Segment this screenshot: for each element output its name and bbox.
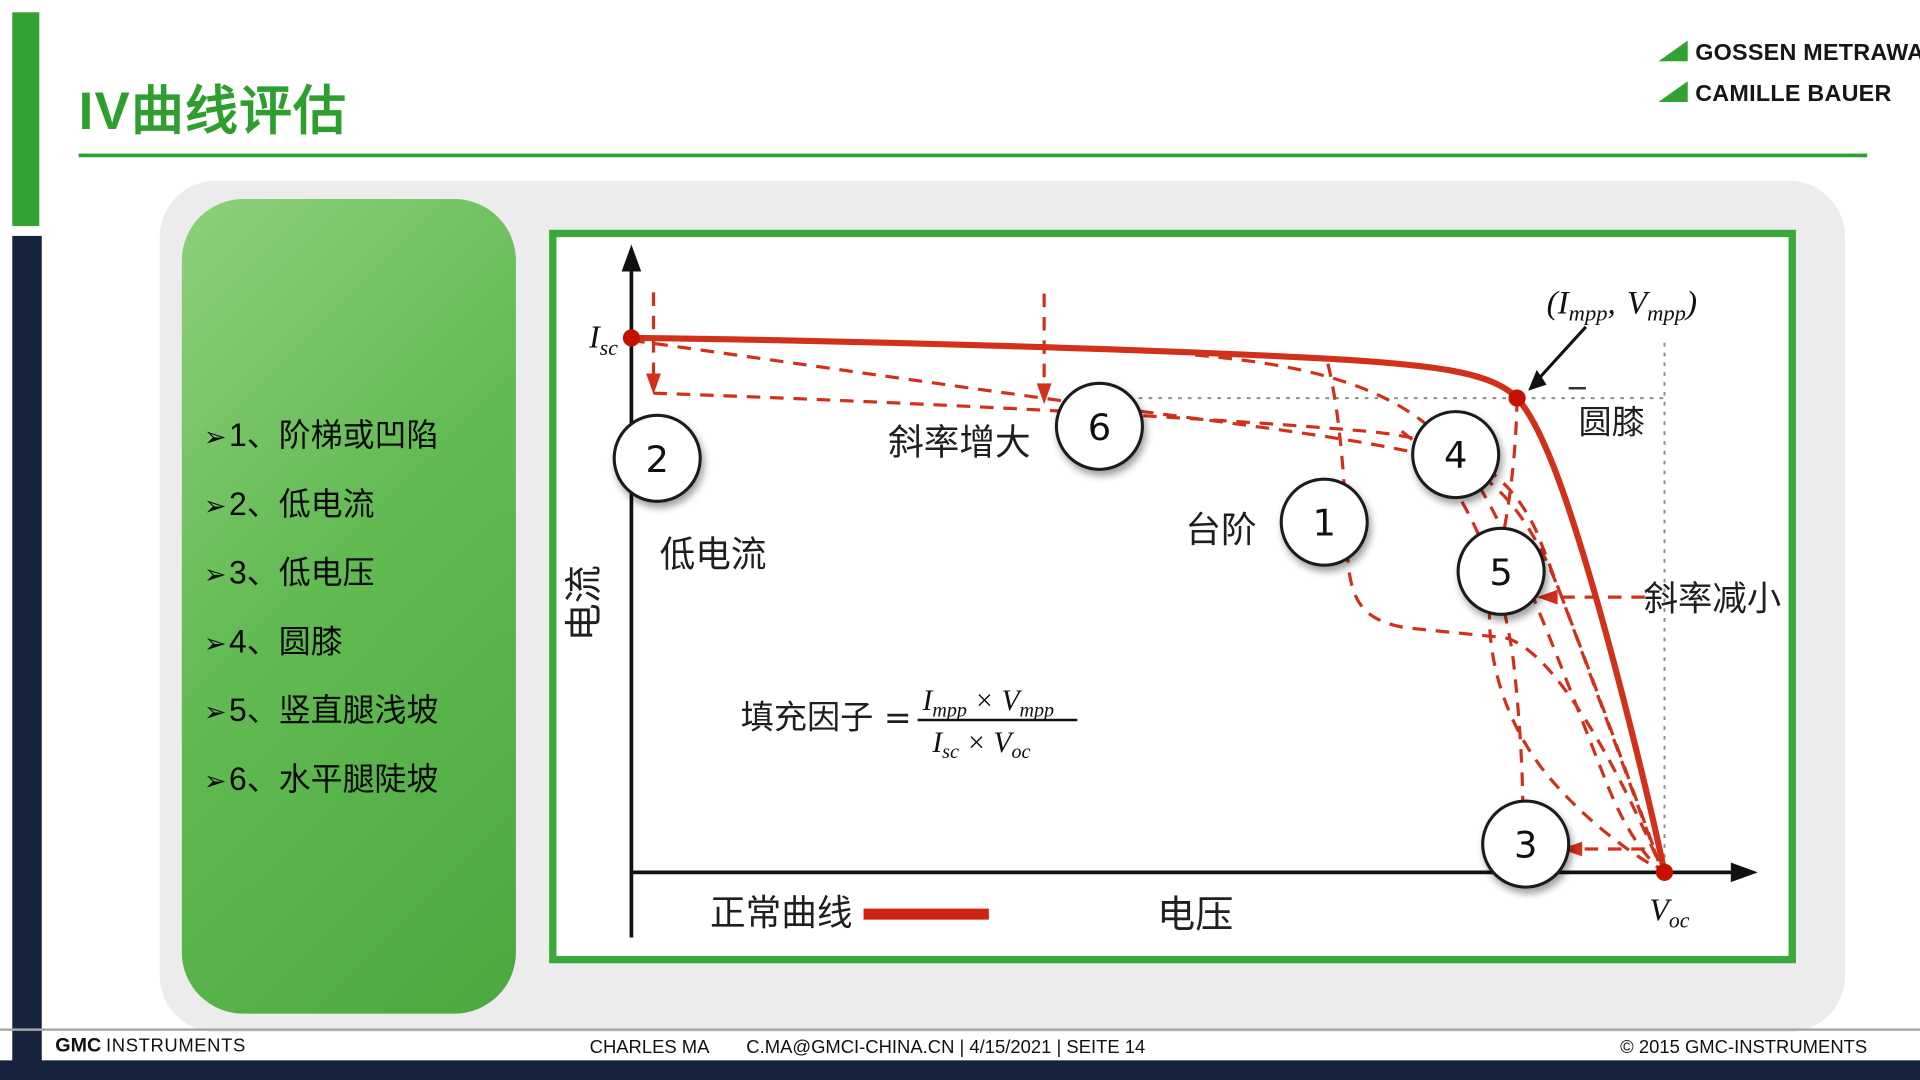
legend: 正常曲线	[710, 893, 989, 934]
title-underline	[78, 153, 1868, 158]
dashed-arrowheads	[646, 373, 1583, 857]
list-item-text: 2、低电流	[229, 485, 375, 523]
annotation-round-knee: 圆膝	[1579, 403, 1645, 442]
list-item-text: 5、竖直腿浅坡	[229, 691, 439, 729]
marker-6: 6	[1054, 381, 1144, 471]
footer-author: CHARLES MA	[589, 1036, 710, 1058]
navy-bottom-bar	[0, 1060, 1920, 1080]
arrow-bullet-icon: ➢	[203, 765, 227, 797]
key-point-dots	[622, 329, 1674, 881]
annotation-slope-decrease: 斜率减小	[1644, 580, 1781, 620]
green-triangle-icon	[1658, 81, 1688, 108]
list-item-text: 1、阶梯或凹陷	[229, 416, 439, 454]
green-accent-bar	[12, 12, 40, 227]
gossen-metrawatt-logo: GOSSEN METRAWATT	[1658, 40, 1920, 68]
svg-text:3: 3	[1514, 824, 1537, 867]
voc-dot	[1655, 863, 1674, 881]
list-item: ➢ 1、阶梯或凹陷	[204, 410, 439, 455]
mpp-point-label: (Impp,Vmpp)	[1547, 284, 1697, 325]
iv-curve-chart-frame: 2 6 1 4 5 3 Isc Vo	[549, 229, 1796, 964]
svg-text:填充因子 =: 填充因子 =	[741, 698, 912, 737]
curve-shallow-leg	[1487, 398, 1660, 871]
arrow-bullet-icon: ➢	[203, 559, 227, 590]
fill-factor-formula: 填充因子 = Impp×Vmpp Isc×Voc	[741, 685, 1078, 763]
list-item: ➢ 2、低电流	[204, 479, 439, 524]
camille-bauer-logo: CAMILLE BAUER	[1658, 81, 1920, 108]
x-axis-title: 电压	[1157, 893, 1233, 937]
arrow-bullet-icon: ➢	[203, 627, 227, 659]
normal-iv-curve	[628, 334, 1668, 876]
list-item-text: 6、水平腿陡坡	[229, 760, 439, 798]
curve-slope-increase	[631, 338, 1660, 861]
marker-3: 3	[1481, 799, 1571, 889]
svg-text:6: 6	[1088, 406, 1111, 449]
curve-step	[1326, 363, 1659, 860]
annotation-low-current: 低电流	[660, 534, 767, 575]
mpp-guide-lines	[1099, 342, 1666, 867]
marker-5: 5	[1456, 526, 1546, 616]
footer-divider	[0, 1028, 1920, 1031]
svg-text:5: 5	[1489, 551, 1512, 594]
footer-copyright: © 2015 GMC-INSTRUMENTS	[1620, 1036, 1868, 1058]
iv-curve-chart: 2 6 1 4 5 3 Isc Vo	[562, 244, 1781, 938]
list-item: ➢ 4、圆膝	[204, 617, 439, 662]
logo-text-gossen: GOSSEN METRAWATT	[1695, 40, 1920, 67]
page-title: IV曲线评估	[78, 82, 348, 142]
curve-low-current	[653, 391, 1660, 862]
voc-label: Voc	[1649, 892, 1689, 932]
list-item-text: 3、低电压	[229, 554, 375, 591]
marker-4: 4	[1411, 410, 1501, 500]
list-item: ➢ 3、低电压	[204, 548, 439, 593]
footer-meta: C.MA@GMCI-CHINA.CN | 4/15/2021 | SEITE 1…	[746, 1036, 1146, 1058]
svg-text:Impp×Vmpp: Impp×Vmpp	[922, 685, 1054, 721]
axes	[621, 244, 1758, 938]
brand-instruments: INSTRUMENTS	[106, 1035, 246, 1057]
svg-text:2: 2	[645, 438, 668, 481]
svg-text:Isc×Voc: Isc×Voc	[931, 727, 1030, 763]
curve-round-knee	[1195, 353, 1662, 872]
navy-left-bar	[12, 235, 42, 1080]
marker-2: 2	[612, 413, 702, 503]
brand-gmc: GMC	[55, 1035, 102, 1057]
y-axis-title: 电流	[562, 565, 606, 641]
logo-block: GOSSEN METRAWATT CAMILLE BAUER	[1658, 40, 1920, 109]
list-item: ➢ 5、竖直腿浅坡	[204, 686, 439, 731]
annotation-step: 台阶	[1185, 510, 1256, 551]
legend-normal-curve-label: 正常曲线	[710, 893, 852, 934]
mpp-dot	[1508, 389, 1526, 407]
green-triangle-icon	[1658, 40, 1688, 68]
arrow-bullet-icon: ➢	[203, 490, 227, 521]
list-item: ➢ 6、水平腿陡坡	[204, 754, 439, 799]
mpp-pointer-arrow	[1528, 325, 1588, 391]
annotation-slope-increase: 斜率增大	[888, 423, 1030, 464]
arrow-bullet-icon: ➢	[203, 696, 227, 728]
defect-list: ➢ 1、阶梯或凹陷 ➢ 2、低电流 ➢ 3、低电压 ➢ 4、圆膝 ➢ 5、竖直腿…	[204, 410, 439, 799]
svg-text:4: 4	[1444, 434, 1467, 477]
isc-dot	[622, 329, 641, 347]
footer-center: CHARLES MA C.MA@GMCI-CHINA.CN | 4/15/202…	[590, 1037, 1146, 1058]
list-item-text: 4、圆膝	[229, 622, 343, 660]
svg-text:1: 1	[1313, 502, 1336, 545]
isc-label: Isc	[588, 320, 618, 360]
marker-1: 1	[1279, 477, 1369, 567]
logo-text-camille: CAMILLE BAUER	[1695, 81, 1892, 107]
defect-list-panel	[181, 199, 516, 1014]
arrow-bullet-icon: ➢	[203, 421, 227, 453]
